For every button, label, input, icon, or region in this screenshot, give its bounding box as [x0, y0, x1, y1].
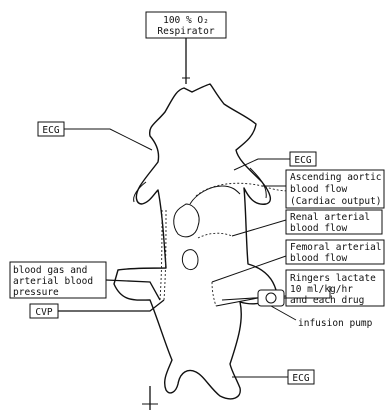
- pump-pointer: [271, 306, 296, 320]
- ringers-line1: Ringers lactate: [290, 273, 376, 284]
- aortic-line2: blood flow: [290, 184, 347, 195]
- bloodgas-line1: blood gas and: [13, 265, 87, 276]
- ecg-right-label: ECG: [294, 155, 311, 166]
- bloodgas-line2: arterial blood: [13, 276, 93, 287]
- renal-line2: blood flow: [290, 223, 347, 234]
- ringers-line2: 10 ml/kg/hr: [290, 284, 353, 295]
- aortic-line3: (Cardiac output): [290, 196, 382, 207]
- bloodgas-line3: pressure: [13, 287, 59, 298]
- ecg-left-label: ECG: [42, 125, 59, 136]
- renal-line1: Renal arterial: [290, 212, 370, 223]
- femoral-line2: blood flow: [290, 253, 347, 264]
- respirator-line1: 100 % O₂: [163, 15, 209, 26]
- cvp-label: CVP: [35, 307, 52, 318]
- infusion-pump-box: [258, 290, 284, 306]
- ecg-left-lead: [64, 129, 152, 150]
- femoral-line1: Femoral arterial: [290, 242, 382, 253]
- aortic-line1: Ascending aortic: [290, 172, 382, 183]
- ringers-line3: and each drug: [290, 295, 364, 306]
- cvp-line: [58, 300, 164, 311]
- infusion-pump-label: infusion pump: [298, 318, 373, 329]
- ecg-bottom-label: ECG: [292, 373, 309, 384]
- animal-body-outline: [114, 84, 276, 399]
- respirator-line2: Respirator: [157, 26, 214, 37]
